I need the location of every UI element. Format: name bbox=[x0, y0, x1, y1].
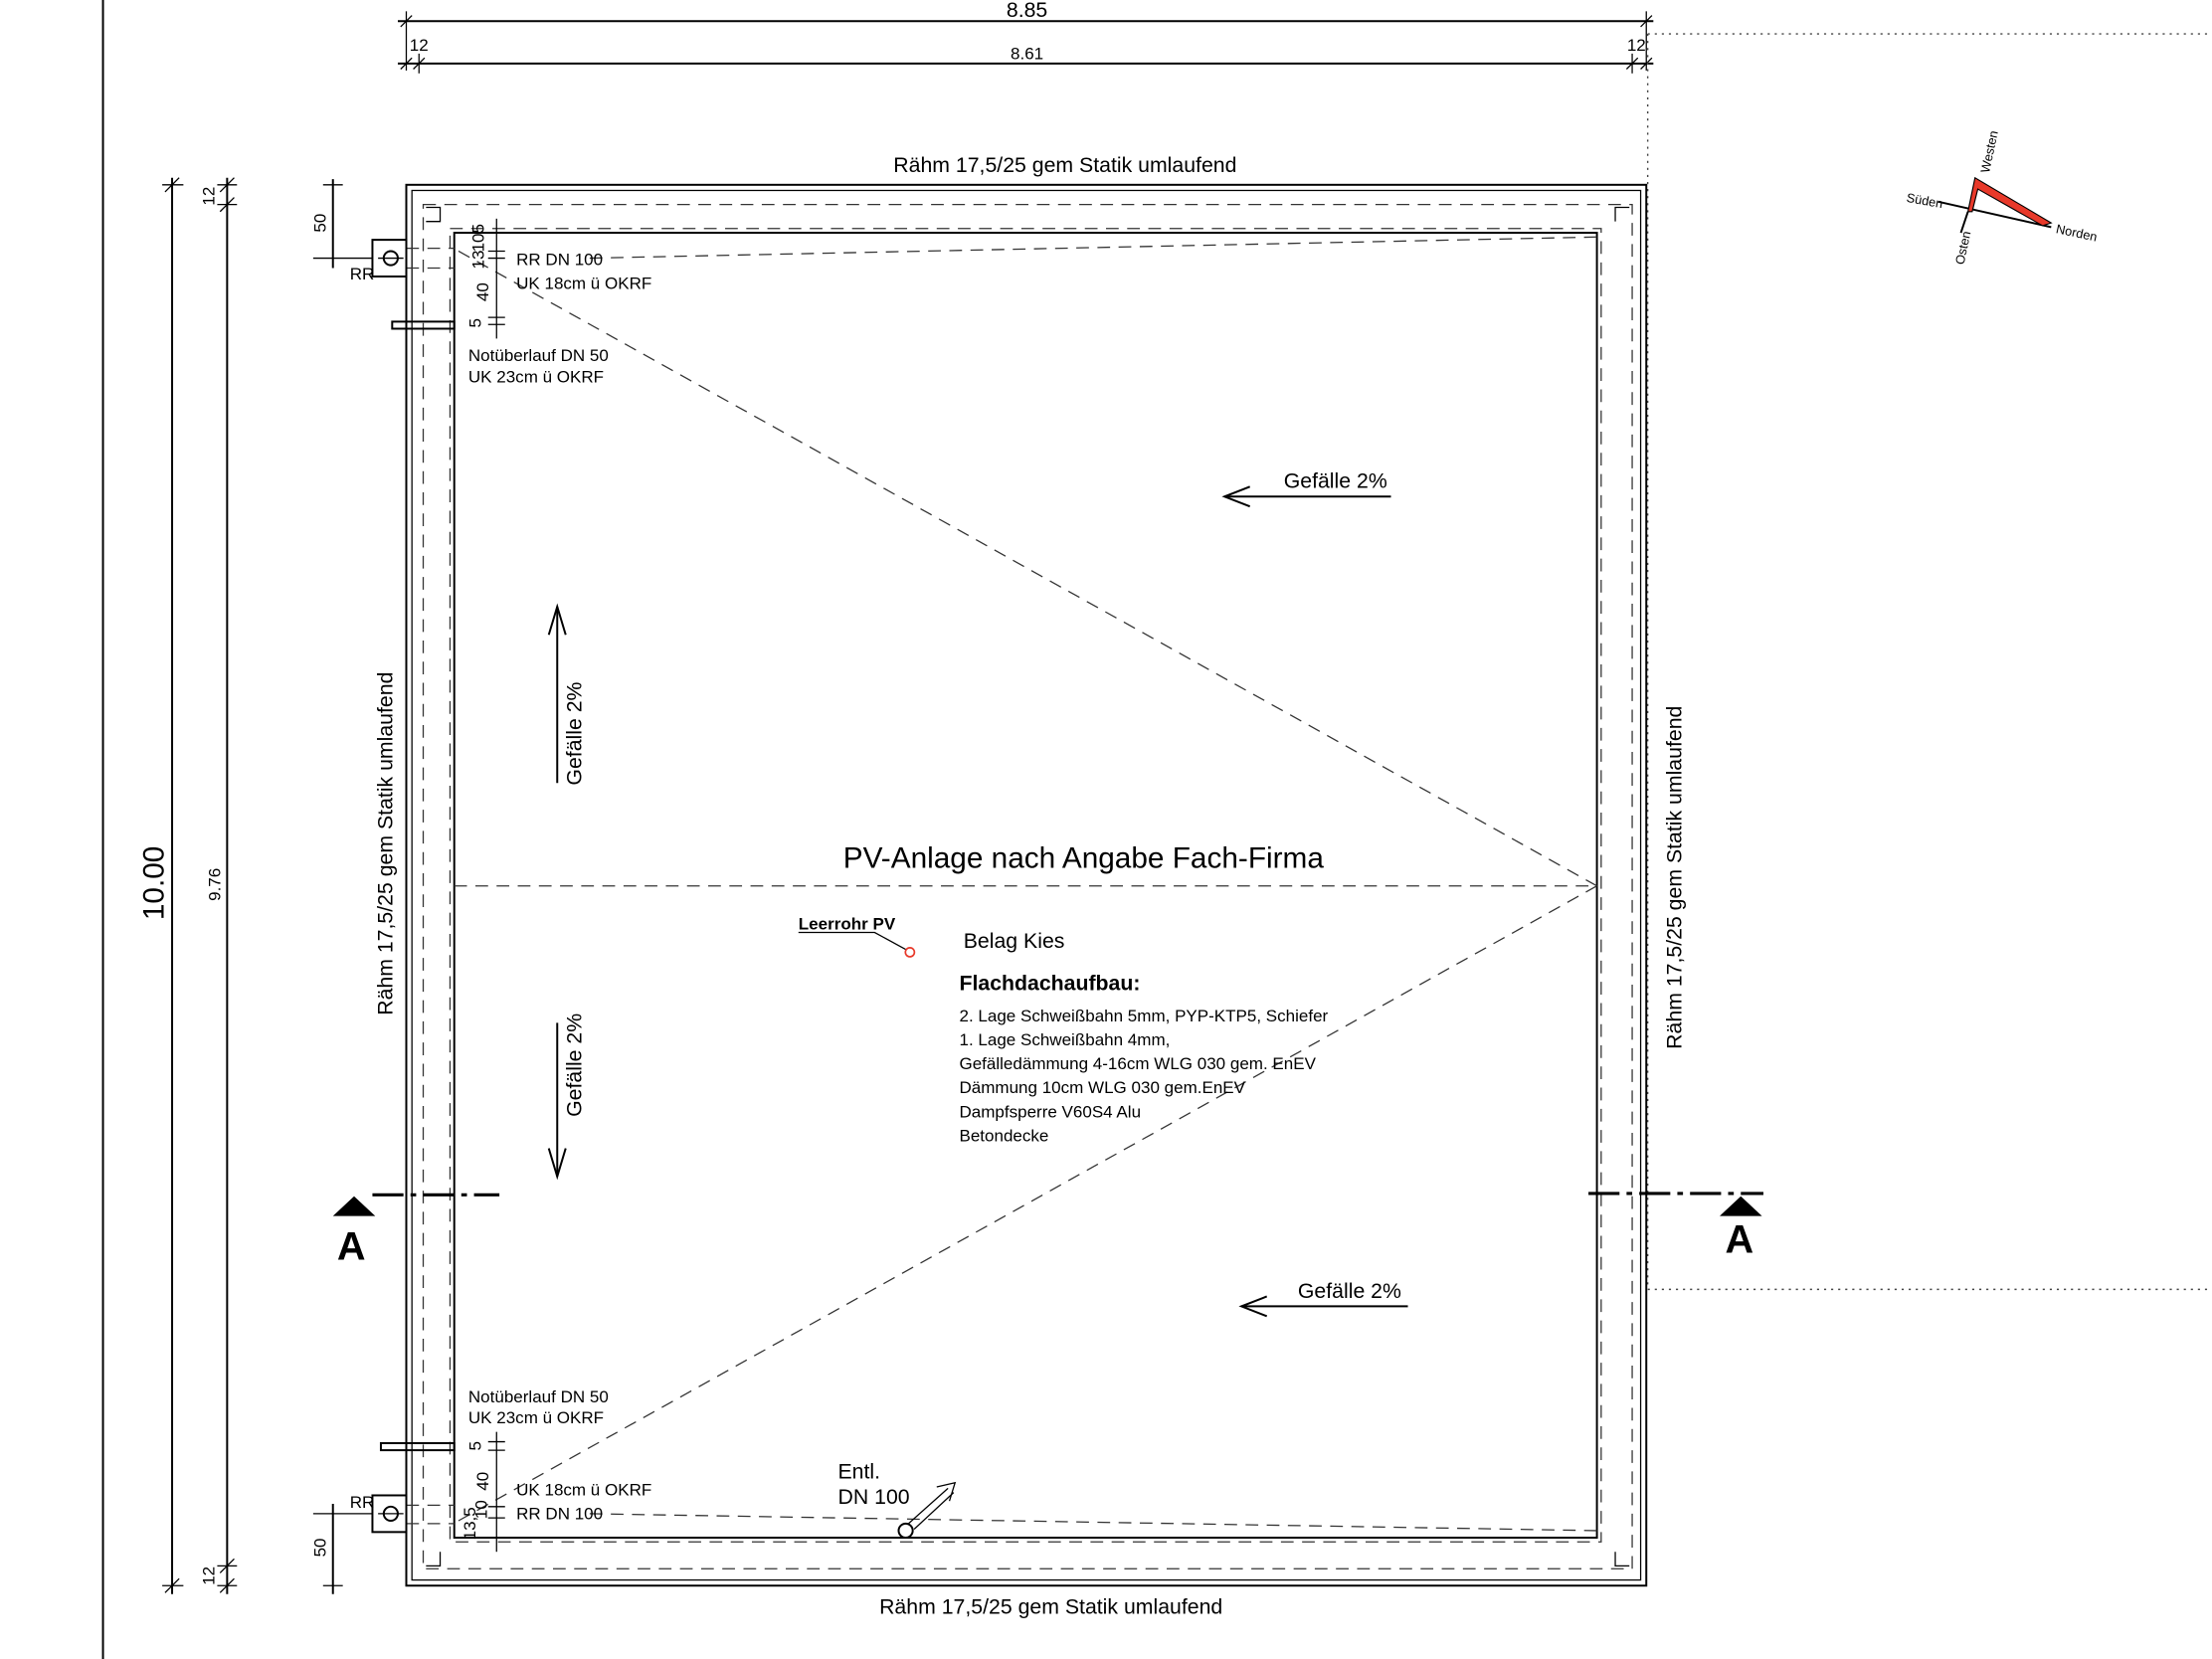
layer-item: 1. Lage Schweißbahn 4mm, bbox=[959, 1030, 1170, 1049]
section-label: A bbox=[1726, 1218, 1754, 1262]
conduit-marker-icon bbox=[904, 947, 916, 958]
roof-build-up: Flachdachaufbau: 2. Lage Schweißbahn 5mm… bbox=[959, 972, 1328, 1146]
drain-bottom-line1: UK 18cm ü OKRF bbox=[516, 1480, 651, 1499]
vent-label-line1: Entl. bbox=[838, 1459, 881, 1483]
slope-label: Gefälle 2% bbox=[1284, 469, 1387, 493]
slope-arrow-left-up: Gefälle 2% bbox=[547, 603, 586, 786]
dim-detail-top-0: 10 bbox=[469, 233, 488, 252]
section-marker-right: A bbox=[1588, 1192, 1763, 1262]
surface-label: Belag Kies bbox=[964, 929, 1065, 953]
rr-label-bottom: RR bbox=[350, 1493, 375, 1512]
compass-south: Süden bbox=[1906, 190, 1944, 211]
conduit-pv: Leerrohr PV bbox=[799, 915, 916, 958]
section-triangle-icon bbox=[332, 1196, 376, 1216]
dim-wall-bottom: 12 bbox=[200, 1567, 219, 1585]
overflow-pipe bbox=[391, 320, 456, 330]
north-arrow-icon bbox=[1966, 176, 2053, 227]
section-triangle-icon bbox=[1719, 1196, 1762, 1216]
neighbour-outline bbox=[1646, 33, 2212, 1291]
dim-detail-top-3: 40 bbox=[473, 282, 492, 301]
beam-label-right: Rähm 17,5/25 gem Statik umlaufend bbox=[1663, 706, 1687, 1049]
section-label: A bbox=[337, 1225, 366, 1269]
conduit-pv-label: Leerrohr PV bbox=[799, 915, 896, 934]
roof-outline bbox=[405, 183, 1648, 1587]
slope-arrow-top-right: Gefälle 2% bbox=[1221, 469, 1391, 508]
dim-inner-width: 8.61 bbox=[1011, 45, 1043, 64]
top-dimensions: 8.85 12 8.61 12 bbox=[397, 0, 1654, 74]
rain-pipe-box bbox=[371, 1494, 408, 1534]
dim-detail-top-1: 13 bbox=[469, 251, 488, 270]
drain-top-line2: UK 18cm ü OKRF bbox=[516, 275, 651, 293]
vent-pipe: Entl. DN 100 bbox=[838, 1459, 957, 1540]
pv-system-label: PV-Anlage nach Angabe Fach-Firma bbox=[843, 841, 1325, 874]
overflow-top-line2: UK 23cm ü OKRF bbox=[468, 367, 604, 386]
overflow-pipe bbox=[379, 1441, 456, 1452]
dim-detail-top-4: 5 bbox=[466, 318, 485, 327]
dim-detail-bottom-0: 5 bbox=[466, 1441, 485, 1450]
rain-pipe-box bbox=[371, 239, 408, 277]
slope-label: Gefälle 2% bbox=[562, 681, 586, 785]
dim-detail-bottom-1: 40 bbox=[473, 1472, 492, 1491]
dim-detail-top-2: 5 bbox=[469, 224, 488, 233]
compass-west: Westen bbox=[1977, 129, 2001, 174]
overflow-bottom-line2: UK 23cm ü OKRF bbox=[468, 1408, 604, 1427]
beam-label-left: Rähm 17,5/25 gem Statik umlaufend bbox=[373, 672, 397, 1015]
roof-drain-top: RR 10 13 5 40 5 RR DN 100 UK 18cm ü OKRF… bbox=[350, 218, 651, 386]
slope-label: Gefälle 2% bbox=[562, 1014, 586, 1117]
vent-label-line2: DN 100 bbox=[838, 1485, 910, 1509]
section-marker-left: A bbox=[332, 1193, 500, 1269]
layer-item: Betondecke bbox=[959, 1126, 1048, 1145]
dim-detail-bottom-3: 13,5 bbox=[461, 1507, 479, 1540]
dim-wall-right: 12 bbox=[1627, 36, 1646, 55]
dim-inner-depth: 9.76 bbox=[205, 868, 224, 901]
layer-item: Dampfsperre V60S4 Alu bbox=[959, 1102, 1141, 1121]
roof-drain-bottom: RR 5 40 10 13,5 Notüberlauf DN 50 UK 23c… bbox=[350, 1387, 651, 1553]
left-dimensions: 10.00 9.76 12 12 50 50 bbox=[138, 177, 373, 1594]
drain-bottom-line2: RR DN 100 bbox=[516, 1505, 603, 1524]
compass-north: Norden bbox=[2055, 221, 2099, 244]
slope-label: Gefälle 2% bbox=[1298, 1279, 1401, 1303]
slope-arrow-bottom-right: Gefälle 2% bbox=[1238, 1279, 1408, 1318]
beam-label-bottom: Rähm 17,5/25 gem Statik umlaufend bbox=[879, 1595, 1222, 1619]
roof-build-up-title: Flachdachaufbau: bbox=[959, 972, 1140, 996]
layer-item: 2. Lage Schweißbahn 5mm, PYP-KTP5, Schie… bbox=[959, 1007, 1328, 1025]
dim-wall-left: 12 bbox=[410, 36, 429, 55]
beam-label-top: Rähm 17,5/25 gem Statik umlaufend bbox=[893, 153, 1236, 177]
compass-rose: Süden Norden Westen Osten bbox=[1906, 129, 2099, 266]
slope-arrow-left-down: Gefälle 2% bbox=[547, 1014, 586, 1181]
dim-overall-width: 8.85 bbox=[1007, 0, 1047, 22]
dim-overall-depth: 10.00 bbox=[138, 846, 171, 920]
drain-top-line1: RR DN 100 bbox=[516, 251, 603, 270]
dim-rr-offset-top: 50 bbox=[311, 214, 330, 233]
dim-detail-bottom-2: 10 bbox=[471, 1500, 490, 1519]
dim-wall-top: 12 bbox=[200, 187, 219, 206]
slope-lines bbox=[406, 236, 1597, 1532]
vent-pipe-icon bbox=[897, 1522, 914, 1540]
rr-label-top: RR bbox=[350, 265, 375, 283]
compass-east: Osten bbox=[1952, 230, 1974, 266]
overflow-bottom-line1: Notüberlauf DN 50 bbox=[468, 1387, 609, 1406]
layer-item: Dämmung 10cm WLG 030 gem.EnEV bbox=[959, 1078, 1245, 1097]
overflow-top-line1: Notüberlauf DN 50 bbox=[468, 346, 609, 365]
dim-rr-offset-bottom: 50 bbox=[311, 1538, 330, 1557]
layer-item: Gefälledämmung 4-16cm WLG 030 gem. EnEV bbox=[959, 1054, 1316, 1073]
